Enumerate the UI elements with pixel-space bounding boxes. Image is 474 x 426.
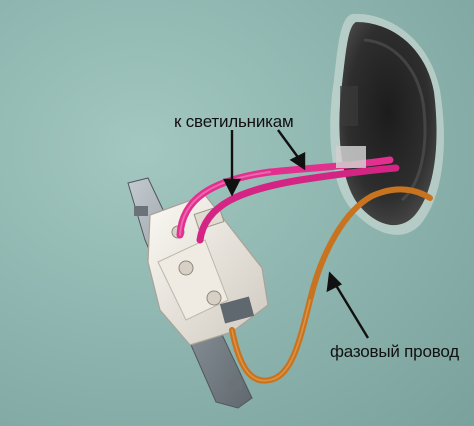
wall-hole: [330, 13, 444, 235]
pink-wires: [176, 146, 400, 244]
label-to-lamps: к светильникам: [174, 112, 294, 131]
phase-wire: [229, 186, 433, 384]
label-phase-wire: фазовый провод: [330, 342, 459, 361]
annotation-arrows: [223, 129, 370, 339]
